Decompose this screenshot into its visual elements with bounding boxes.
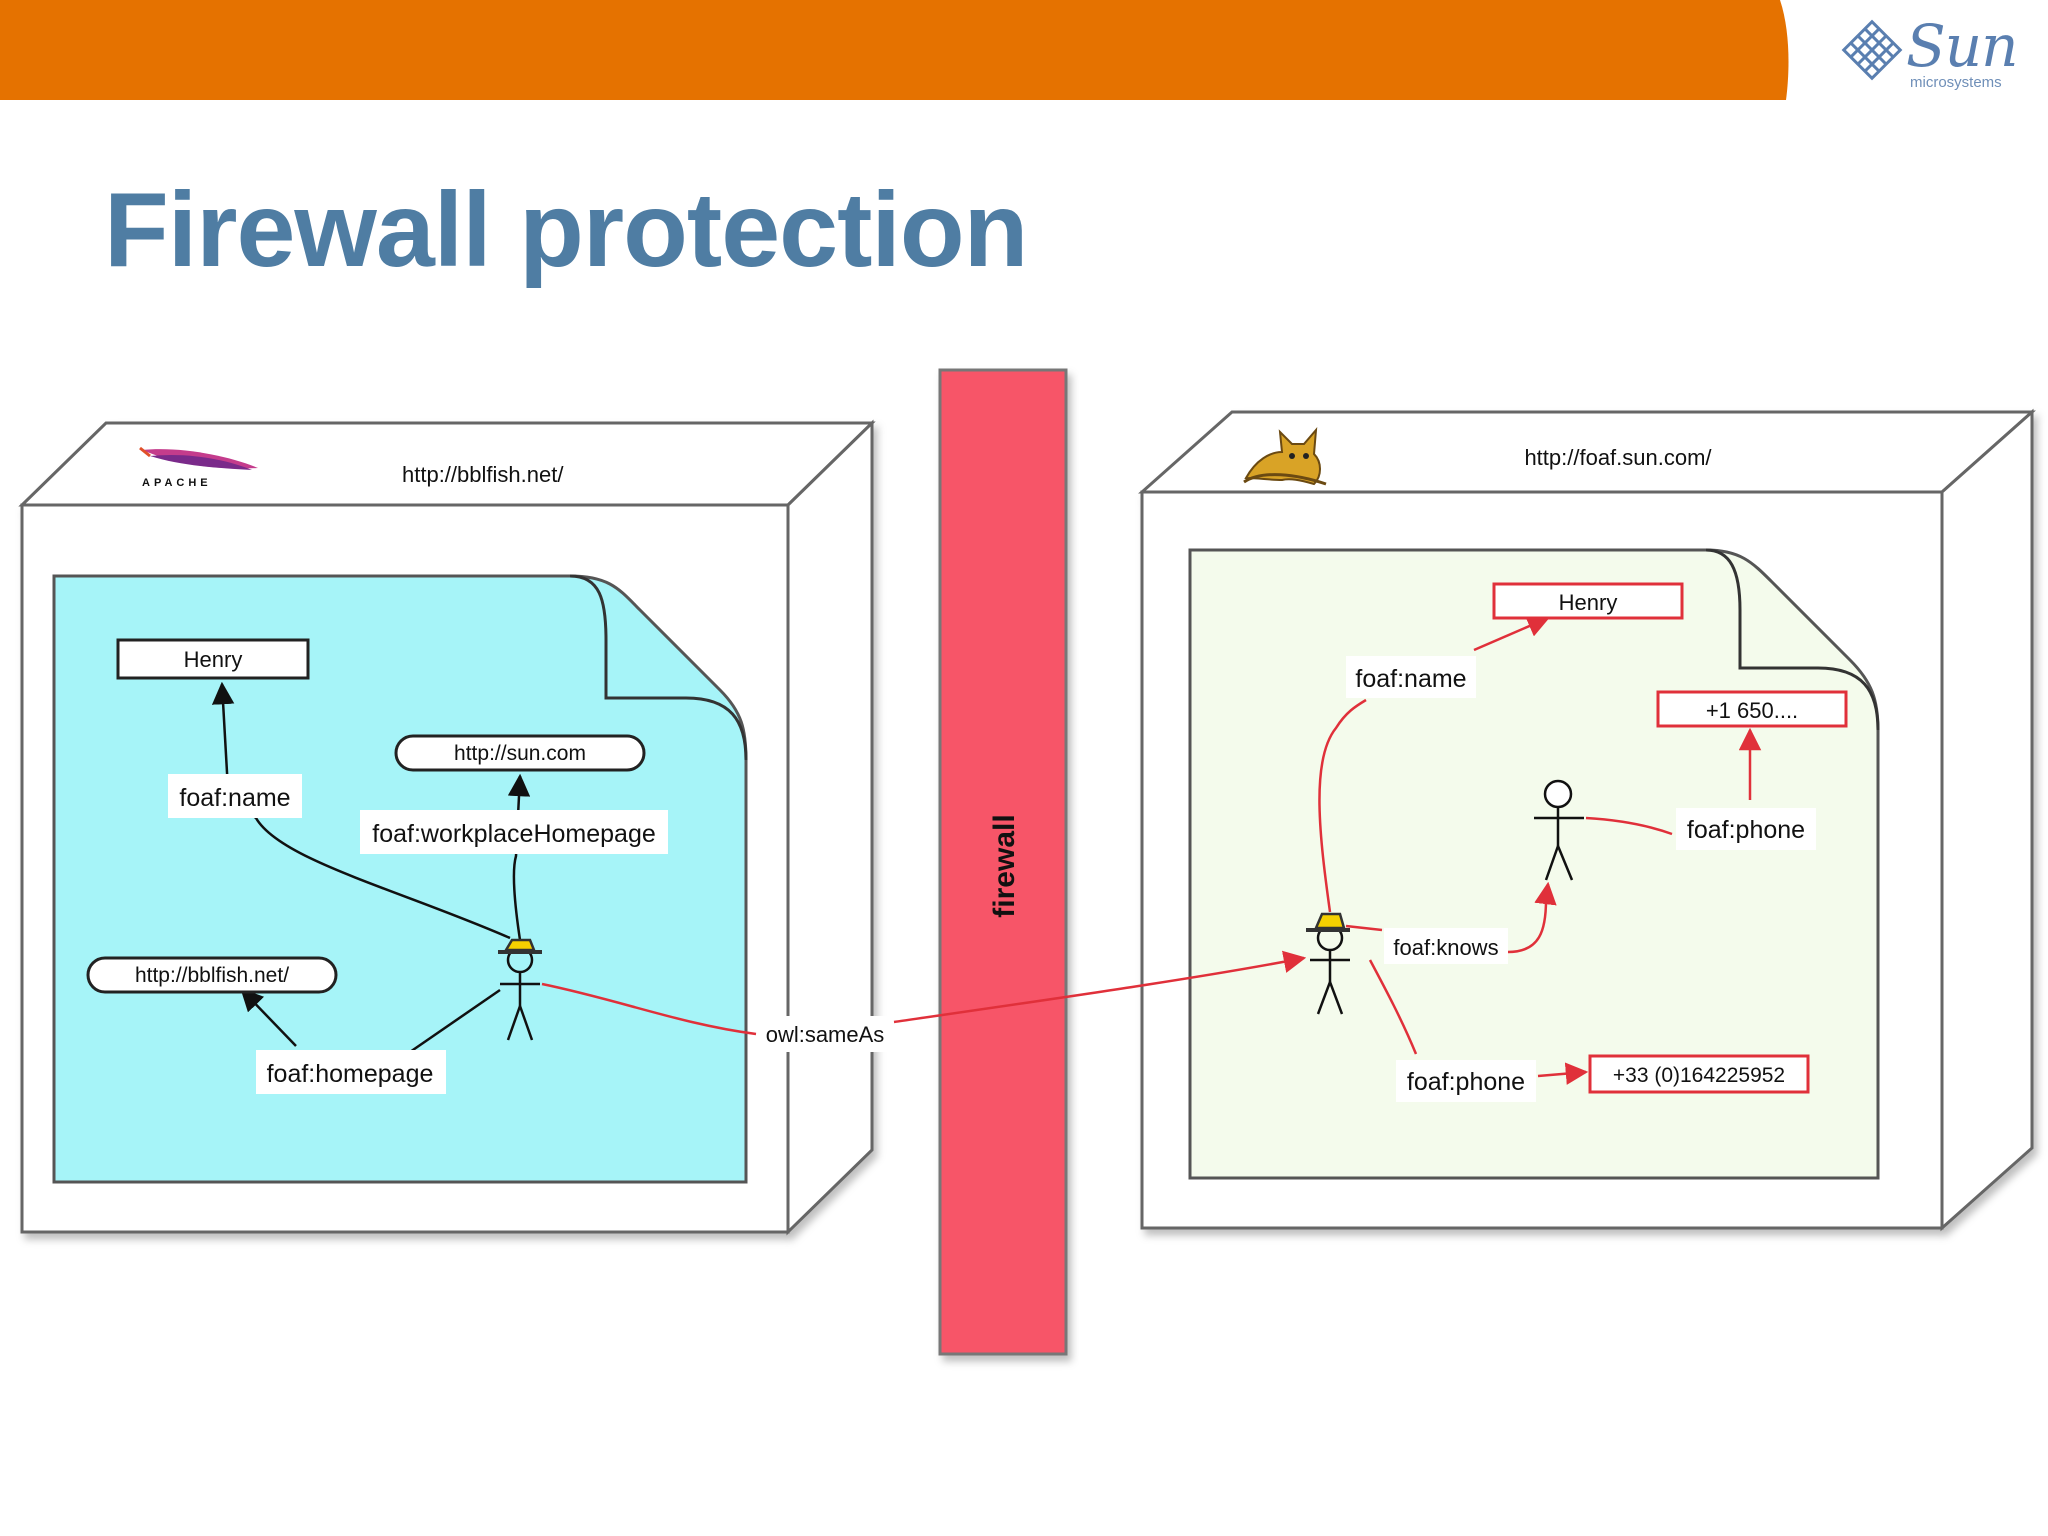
right-foaf-knows-bg [1384,928,1508,964]
apache-logo-text: APACHE [142,477,212,489]
right-foaf-phone1-bg [1676,808,1816,850]
left-sun-com-node [394,734,646,772]
right-phone2-box [1588,1054,1810,1094]
right-phone2-text: +33 (0)164225952 [1613,1064,1785,1087]
right-henry-box [1492,582,1684,620]
left-henry-box [116,638,310,680]
right-server-url: http://foaf.sun.com/ [1524,445,1712,470]
left-edge-homepage [409,988,501,1054]
right-edge-phone1 [1585,816,1673,836]
left-foaf-workplace-label: foaf:workplaceHomepage [372,820,656,848]
left-workplace-bg [360,810,668,854]
logo-subtitle: microsystems [1910,74,2002,91]
right-edge-name-arrow [1473,615,1551,652]
firewall-label: firewall [988,814,1021,917]
left-document [52,574,748,1184]
right-edge-phone2-arrow [1537,1062,1589,1085]
right-edge-knows [1345,924,1383,932]
firewall-wall [938,368,1068,1356]
left-foaf-name-bg [168,774,302,818]
sun-diamond-icon [1841,19,1903,81]
right-foaf-name-bg [1346,656,1476,698]
same-as-label-bg [758,1016,892,1052]
right-edge-knows-arrow [1507,881,1557,954]
logo-wordmark: Sun [1906,12,2018,80]
right-foaf-phone2-bg [1396,1060,1536,1102]
right-phone1-text: +1 650.... [1706,698,1798,723]
left-foaf-name-label: foaf:name [179,784,290,812]
left-server-url: http://bblfish.net/ [402,462,564,487]
same-as-label: owl:sameAs [766,1022,885,1047]
right-edge-name [1318,698,1367,913]
left-homepage-bg [256,1050,446,1094]
left-bblfish-text: http://bblfish.net/ [135,964,289,987]
left-bblfish-node [86,956,338,994]
left-person-icon [498,938,542,1041]
right-henry-text: Henry [1559,590,1618,615]
slide-title: Firewall protection [104,171,1028,289]
right-foaf-phone2-label: foaf:phone [1407,1068,1525,1096]
header-banner [0,0,1789,100]
right-phone1-box [1656,690,1848,728]
right-edge-phone2 [1368,959,1418,1055]
right-foaf-phone1-label: foaf:phone [1687,816,1805,844]
right-foaf-name-label: foaf:name [1355,665,1466,693]
tomcat-icon [1243,427,1327,486]
left-sun-com-text: http://sun.com [454,742,586,765]
right-foaf-knows-label: foaf:knows [1393,935,1498,960]
apache-feather-icon [139,446,258,470]
sun-logo: Sun microsystems [1840,12,2018,98]
left-edge-homepage-arrow [240,988,297,1047]
left-edge-workplace [507,773,531,941]
right-person-hat-icon [1306,912,1350,1015]
left-foaf-homepage-label: foaf:homepage [267,1060,434,1088]
right-person-icon [1534,779,1584,881]
same-as-link-left [541,982,757,1036]
left-henry-text: Henry [184,647,243,672]
same-as-link-right [893,950,1307,1024]
left-edge-name [211,681,511,940]
